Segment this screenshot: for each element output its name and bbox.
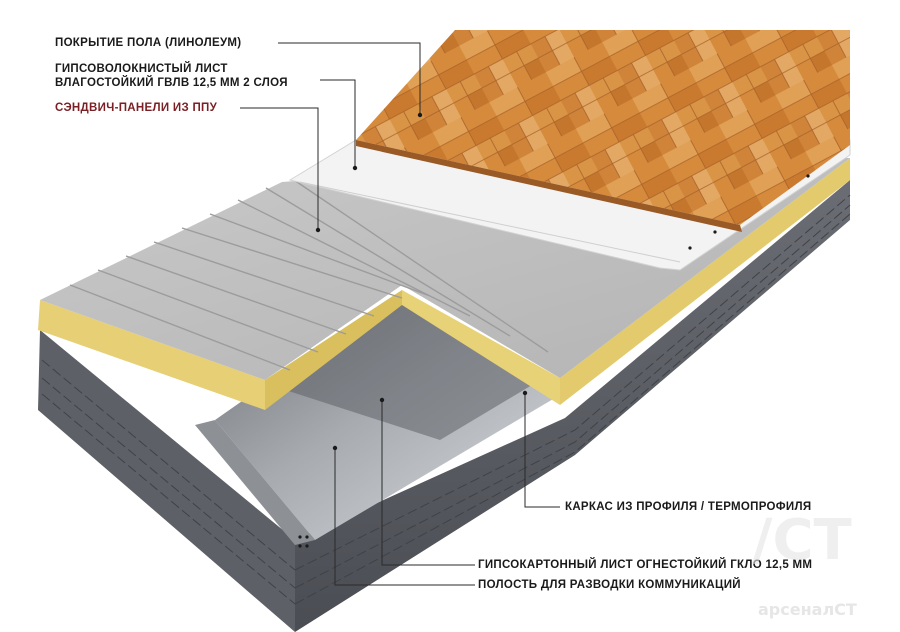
foam-side-inner xyxy=(265,290,402,410)
panel-seams xyxy=(69,179,549,371)
cavity-shadow xyxy=(270,302,532,440)
label-sandwich-panels: СЭНДВИЧ-ПАНЕЛИ ИЗ ППУ xyxy=(55,102,218,114)
parquet-edge xyxy=(356,140,742,232)
label-floor-covering: ПОКРЫТИЕ ПОЛА (ЛИНОЛЕУМ) xyxy=(55,37,242,49)
watermark-text: арсеналСТ xyxy=(758,600,857,619)
foam-side-left xyxy=(38,300,265,410)
foam-side-inner-right xyxy=(402,290,560,405)
cavity-inner-wall xyxy=(195,420,315,545)
parquet-covering xyxy=(356,30,850,225)
fastener-dots xyxy=(298,174,810,548)
label-frame-profile: КАРКАС ИЗ ПРОФИЛЯ / ТЕРМОПРОФИЛЯ xyxy=(565,501,812,513)
gypsum-fiber-seam xyxy=(299,181,681,263)
label-cavity: ПОЛОСТЬ ДЛЯ РАЗВОДКИ КОММУНИКАЦИЙ xyxy=(478,579,741,591)
label-gvl-line2: ВЛАГОСТОЙКИЙ ГВЛВ 12,5 ММ 2 СЛОЯ xyxy=(55,77,288,89)
leader-dots xyxy=(315,112,528,451)
foam-side-right xyxy=(560,158,850,405)
label-gkl-sheet: ГИПСОКАРТОННЫЙ ЛИСТ ОГНЕСТОЙКИЙ ГКЛО 12,… xyxy=(478,559,813,571)
frame-profile-dashes xyxy=(41,194,851,605)
frame-front-right-face xyxy=(295,180,850,632)
label-gvl-line1: ГИПСОВОЛОКНИСТЫЙ ЛИСТ xyxy=(55,63,228,75)
watermark-logo: /CT xyxy=(752,508,852,573)
leader-lines xyxy=(240,42,560,586)
